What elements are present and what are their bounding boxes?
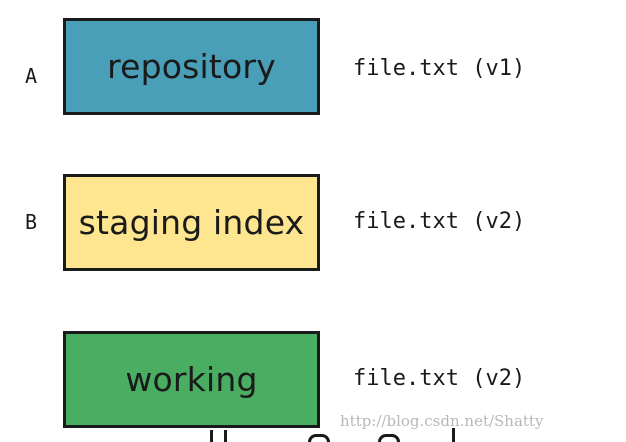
row-letter-b: B <box>25 210 38 234</box>
watermark: http://blog.csdn.net/Shatty <box>340 412 544 430</box>
working-box: working <box>63 331 320 428</box>
repository-box: repository <box>63 18 320 115</box>
staging-index-file-label: file.txt (v2) <box>353 209 526 234</box>
repository-file-label: file.txt (v1) <box>353 56 526 81</box>
staging-index-box: staging index <box>63 174 320 271</box>
cropped-text-fragment <box>190 424 490 442</box>
working-file-label: file.txt (v2) <box>353 366 526 391</box>
row-letter-a: A <box>25 64 38 88</box>
